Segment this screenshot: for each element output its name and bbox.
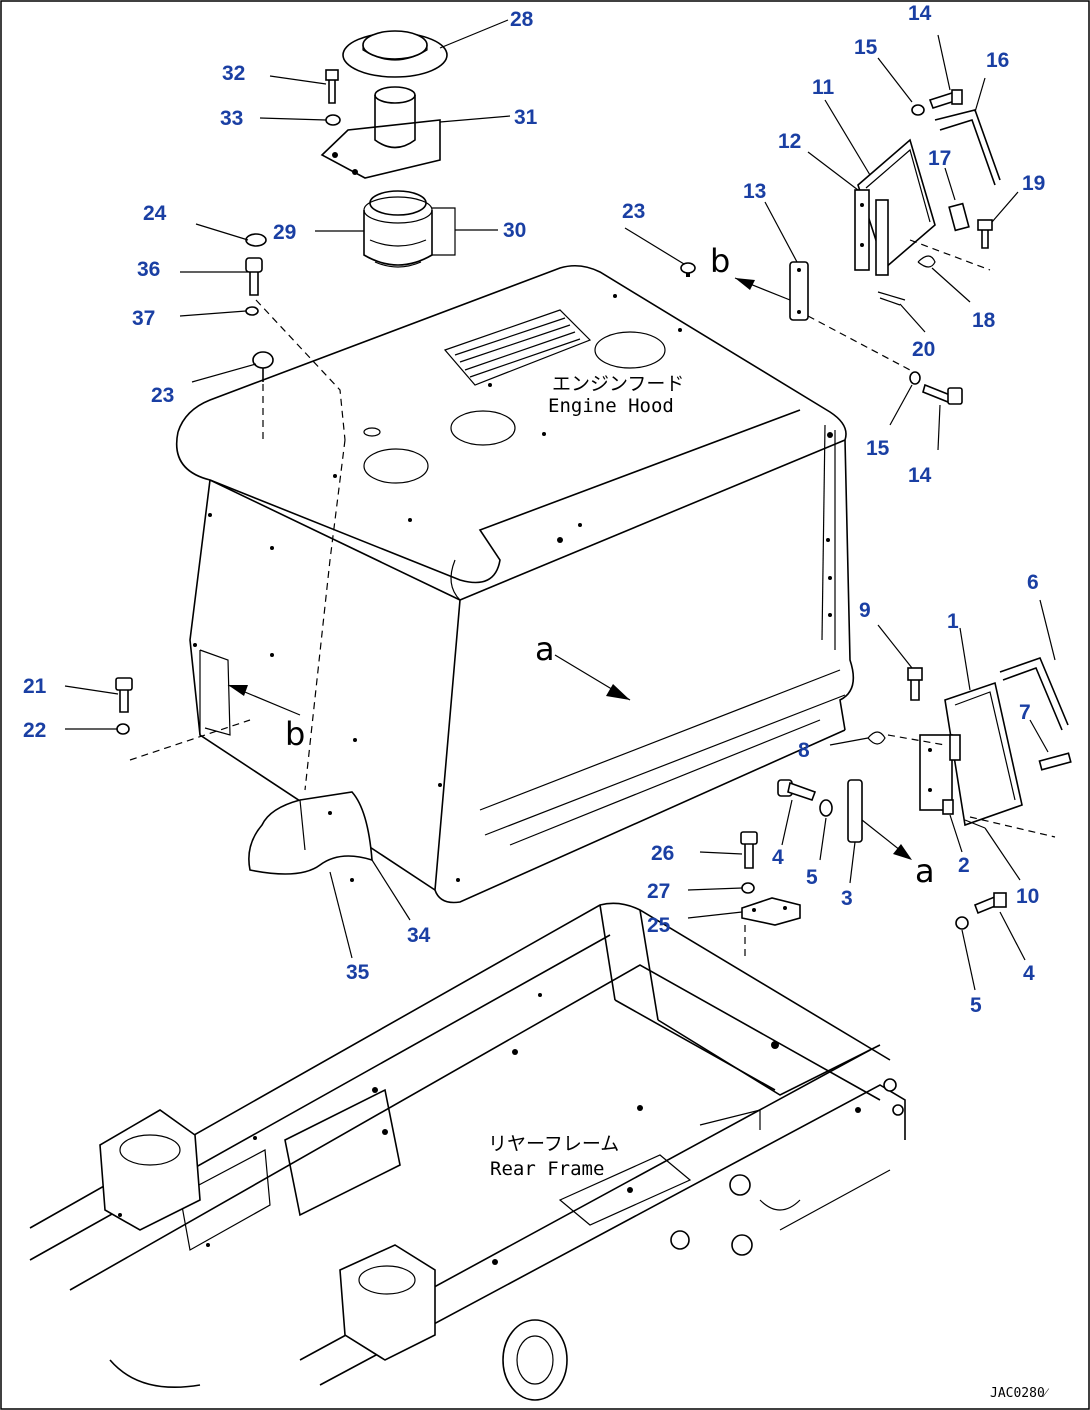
- hinge-12: [854, 189, 889, 276]
- clip-8: [867, 731, 886, 745]
- callout-22: 22: [23, 719, 46, 742]
- callout-30: 30: [503, 219, 526, 242]
- callout-12: 12: [778, 130, 801, 153]
- callout-1: 1: [947, 610, 959, 633]
- drawing-code: JAC0280⁄: [990, 1386, 1050, 1401]
- callout-15-top: 15: [854, 36, 878, 59]
- pin-10: [964, 819, 986, 829]
- plug-23-right: [680, 262, 696, 277]
- plate-3: [847, 779, 863, 843]
- callout-27: 27: [647, 880, 670, 903]
- callout-24: 24: [143, 202, 167, 225]
- callout-26: 26: [651, 842, 674, 865]
- callout-13: 13: [743, 180, 766, 203]
- clamp-25: [741, 897, 801, 926]
- callout-23-right: 23: [622, 200, 645, 223]
- callout-7: 7: [1019, 701, 1031, 724]
- bolt-26: [740, 831, 758, 869]
- callout-31: 31: [514, 106, 538, 129]
- plug-23-left: [252, 351, 274, 382]
- bolt-32: [325, 69, 339, 104]
- washer-27: [741, 882, 755, 894]
- washer-22: [116, 723, 130, 735]
- plate-13: [789, 261, 809, 321]
- washer-5-lower: [955, 916, 969, 930]
- washer-15-top: [911, 104, 925, 116]
- intake-pipe-30: [363, 190, 433, 268]
- callout-32: 32: [222, 62, 245, 85]
- callout-36: 36: [137, 258, 160, 281]
- pin-7: [1038, 752, 1072, 771]
- callout-14-top: 14: [908, 2, 932, 25]
- engine-hood-drawing: エンジンフード Engine Hood a: [176, 264, 855, 904]
- callout-18: 18: [972, 309, 996, 332]
- clip-18: [917, 255, 936, 268]
- callout-2: 2: [958, 854, 970, 877]
- bolt-19: [977, 219, 993, 249]
- callout-35: 35: [346, 961, 370, 984]
- callout-16: 16: [986, 49, 1009, 72]
- callout-23-left: 23: [151, 384, 174, 407]
- duct-34: [248, 791, 373, 882]
- callout-17: 17: [928, 147, 951, 170]
- view-a-label-right: a: [915, 852, 935, 890]
- callout-20: 20: [912, 338, 935, 361]
- callout-3: 3: [841, 887, 853, 910]
- view-b-label-top: b: [710, 242, 730, 280]
- callouts: 28 32 33 31 24 29 30 36 37 23 23 14 15 1…: [23, 2, 1045, 1017]
- hinge-2: [919, 734, 961, 815]
- bolt-36: [245, 257, 263, 296]
- door-panel-1: [944, 681, 1023, 827]
- intake-bracket-31: [320, 86, 441, 179]
- callout-11: 11: [812, 76, 835, 99]
- callout-5-upper: 5: [806, 866, 818, 889]
- engine-hood-label-en: Engine Hood: [548, 395, 674, 417]
- bolt-14-mid: [922, 383, 963, 405]
- rear-frame-label-en: Rear Frame: [490, 1158, 604, 1180]
- washer-33: [325, 114, 341, 126]
- bolt-9: [907, 667, 923, 701]
- engine-hood-label-jp: エンジンフード: [552, 373, 684, 395]
- callout-34: 34: [407, 924, 431, 947]
- callout-4-upper: 4: [772, 846, 784, 869]
- leader-lines: [64, 19, 1056, 991]
- callout-25: 25: [647, 914, 671, 937]
- bolt-4-lower: [973, 892, 1007, 915]
- bolt-21: [115, 677, 133, 713]
- view-b-label-left: b: [285, 715, 305, 753]
- bolt-14-top: [928, 89, 963, 109]
- pin-17: [948, 202, 970, 232]
- bolt-4-upper: [777, 779, 817, 802]
- callout-33: 33: [220, 107, 243, 130]
- callout-15-mid: 15: [866, 437, 890, 460]
- wire-20: [877, 291, 906, 306]
- callout-4-lower: 4: [1023, 962, 1035, 985]
- callout-5-lower: 5: [970, 994, 982, 1017]
- callout-28: 28: [510, 8, 534, 31]
- handle-6: [999, 656, 1069, 731]
- washer-5-upper: [819, 799, 833, 817]
- washer-15-mid: [909, 371, 921, 385]
- callout-21: 21: [23, 675, 47, 698]
- callout-14-mid: 14: [908, 464, 932, 487]
- rear-frame-drawing: リヤーフレーム Rear Frame: [29, 902, 906, 1401]
- callout-8: 8: [798, 739, 810, 762]
- callout-10: 10: [1016, 885, 1039, 908]
- intake-cap-28: [342, 30, 448, 78]
- view-a-label-top: a: [535, 630, 555, 668]
- callout-9: 9: [859, 599, 871, 622]
- callout-37: 37: [132, 307, 155, 330]
- washer-37: [245, 306, 259, 316]
- callout-19: 19: [1022, 172, 1045, 195]
- rear-frame-label-jp: リヤーフレーム: [488, 1133, 619, 1155]
- cap-24: [245, 233, 267, 247]
- callout-6: 6: [1027, 571, 1039, 594]
- callout-29: 29: [273, 221, 296, 244]
